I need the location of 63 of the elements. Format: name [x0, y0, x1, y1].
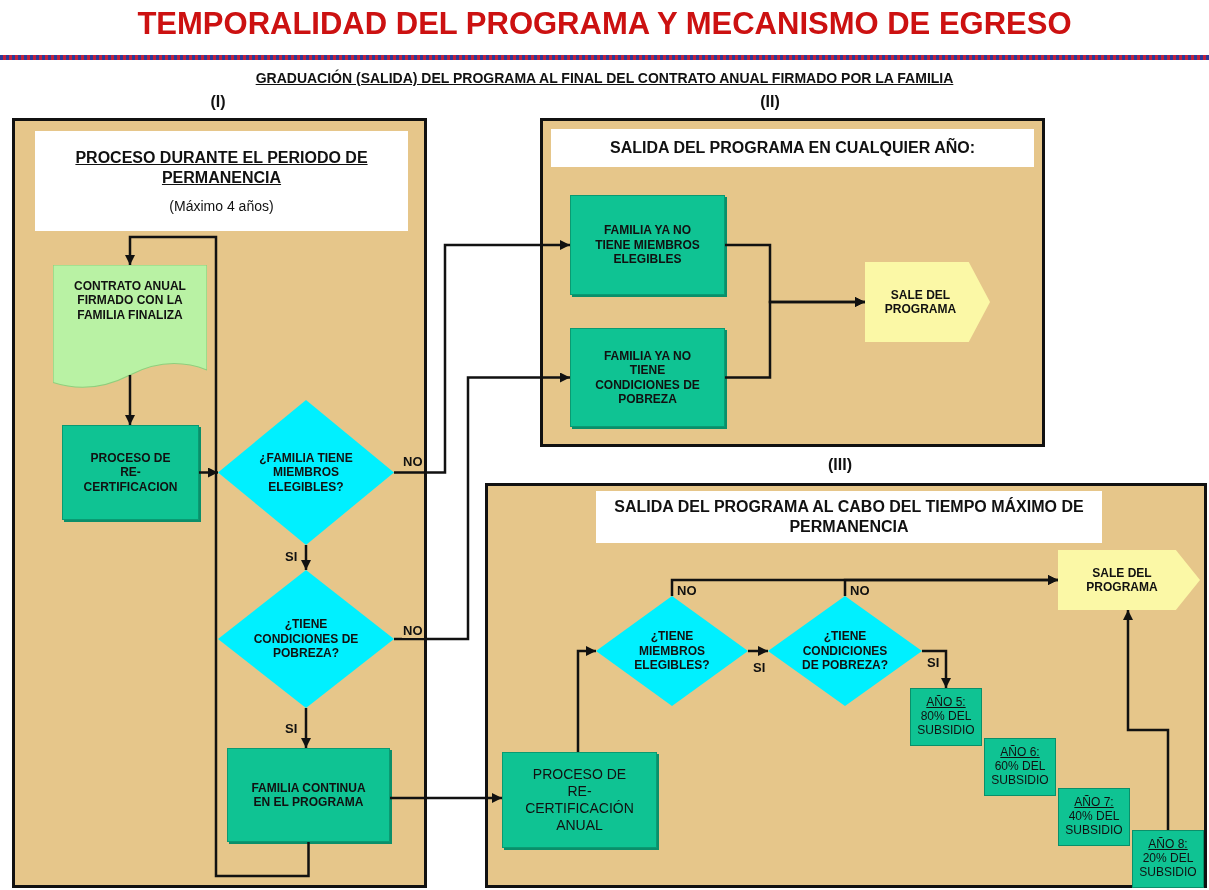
node-label: FAMILIA YA NO TIENE MIEMBROS ELEGIBLES [594, 223, 701, 267]
edge-label: NO [402, 624, 424, 639]
arrow [576, 646, 596, 752]
process-box [1132, 830, 1204, 888]
arrow [125, 235, 310, 878]
arrow [1123, 610, 1170, 830]
arrow [922, 649, 951, 688]
node-label: ¿TIENE MIEMBROS ELEGIBLES? [633, 629, 711, 673]
arrow [725, 297, 865, 379]
process-box [570, 328, 725, 427]
node-label: ¿FAMILIA TIENE MIEMBROS ELEGIBLES? [258, 450, 354, 495]
arrow [390, 793, 502, 803]
node-label: CONTRATO ANUAL FIRMADO CON LA FAMILIA FINALIZA [73, 279, 187, 323]
node-label: FAMILIA YA NO TIENE CONDICIONES DE POBREZA [594, 348, 701, 407]
process-box [910, 688, 982, 746]
process-box [984, 738, 1056, 796]
section-number: (III) [827, 456, 853, 474]
node-label: 40% DEL SUBSIDIO [1064, 810, 1124, 838]
arrow [394, 240, 570, 474]
subtitle: GRADUACIÓN (SALIDA) DEL PROGRAMA AL FINAL DEL CONTRATO ANUAL FIRMADO POR LA FAMILIA [254, 70, 955, 86]
node-label: 60% DEL SUBSIDIO [990, 760, 1050, 788]
section-panel [12, 118, 427, 888]
section-number: (II) [759, 93, 781, 111]
arrow [199, 467, 218, 478]
node-label: ¿TIENE CONDICIONES DE POBREZA? [252, 617, 360, 661]
node-label: AÑO 5: [926, 696, 966, 711]
process-box [227, 748, 390, 842]
terminal-pentagon [1058, 550, 1200, 610]
arrow [394, 372, 570, 641]
section-panel [540, 118, 1045, 447]
section-panel [485, 483, 1207, 888]
process-box [502, 752, 657, 848]
document-shape [53, 265, 207, 390]
process-box [62, 425, 199, 520]
decision-diamond [218, 400, 394, 545]
arrow [843, 575, 1058, 596]
node-label: AÑO 6: [1000, 746, 1040, 761]
panel-note: (Máximo 4 años) [169, 197, 274, 215]
process-box [1058, 788, 1130, 846]
node-label: 20% DEL SUBSIDIO [1138, 852, 1198, 880]
panel-heading: SALIDA DEL PROGRAMA AL CABO DEL TIEMPO MÁXIMO DE PERMANENCIA [613, 497, 1085, 537]
node-label: SALE DEL PROGRAMA [1085, 565, 1159, 595]
node-label: SALE DEL PROGRAMA [883, 287, 958, 317]
node-label: 80% DEL SUBSIDIO [916, 710, 976, 738]
node-label: FAMILIA CONTINUA EN EL PROGRAMA [250, 780, 367, 810]
process-box [570, 195, 725, 295]
arrow [301, 708, 311, 748]
decision-diamond [218, 570, 394, 708]
title: TEMPORALIDAD DEL PROGRAMA Y MECANISMO DE EGRESO [136, 6, 1073, 42]
panel-heading: PROCESO DURANTE EL PERIODO DE PERMANENCIA [74, 147, 369, 188]
section-number: (I) [209, 93, 227, 111]
panel-heading: SALIDA DEL PROGRAMA EN CUALQUIER AÑO: [609, 138, 975, 158]
decision-diamond [768, 596, 922, 706]
node-label: AÑO 7: [1074, 796, 1114, 811]
arrow [301, 545, 311, 570]
node-label: PROCESO DE RE-CERTIFICACION [82, 450, 179, 495]
node-label: AÑO 8: [1148, 838, 1188, 853]
node-label: PROCESO DE RE-CERTIFICACIÓN ANUAL [524, 766, 635, 834]
terminal-pentagon [865, 262, 990, 342]
arrow [125, 375, 135, 425]
node-label: ¿TIENE CONDICIONES DE POBREZA? [801, 629, 889, 673]
decision-diamond [596, 596, 748, 706]
arrow [748, 646, 768, 656]
